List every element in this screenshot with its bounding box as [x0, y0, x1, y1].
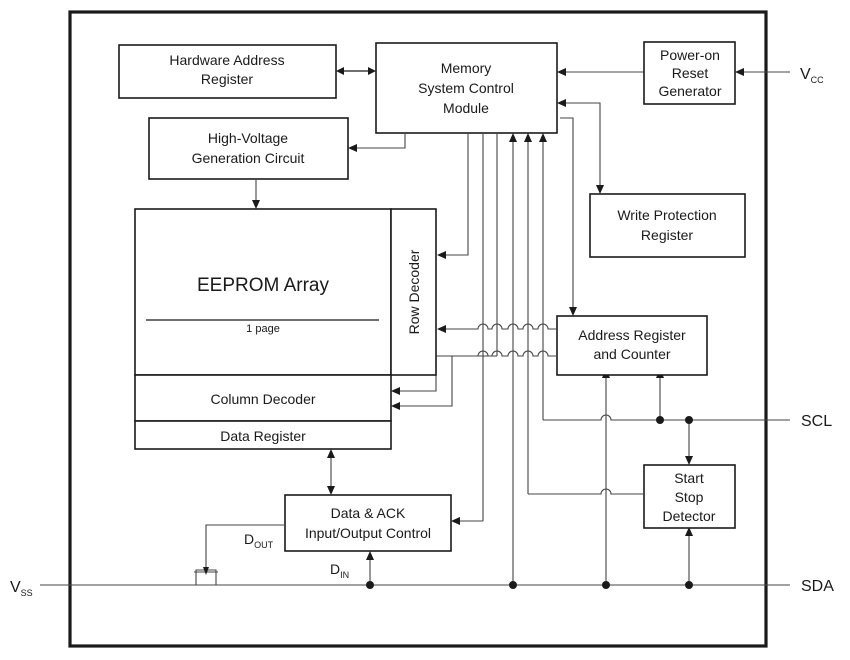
por-label-3: Generator	[658, 83, 721, 99]
eeprom-label: EEPROM Array	[197, 275, 329, 296]
hv-label-2: Generation Circuit	[192, 150, 305, 166]
pin-vss: VSS	[10, 579, 33, 598]
block-write-protection-register: Write Protection Register	[589, 193, 746, 258]
block-eeprom-array: EEPROM Array 1 page	[134, 208, 392, 376]
addr-label-1: Address Register	[578, 327, 686, 343]
block-data-register: Data Register	[134, 420, 392, 450]
block-data-ack-io-control: Data & ACK Input/Output Control	[284, 494, 452, 552]
page-label: 1 page	[246, 323, 280, 335]
ss-label-1: Start	[674, 470, 704, 486]
mem-label-1: Memory	[441, 60, 492, 76]
ss-label-2: Stop	[675, 489, 704, 505]
data-reg-label: Data Register	[220, 428, 306, 444]
io-label-2: Input/Output Control	[305, 525, 431, 541]
block-hardware-address-register: Hardware Address Register	[118, 44, 337, 99]
hw-addr-label-1: Hardware Address	[169, 52, 284, 68]
block-power-on-reset: Power-on Reset Generator	[643, 41, 736, 105]
pin-labels: VCC VSS SCL SDA DOUT DIN	[10, 66, 834, 598]
pin-sda: SDA	[801, 578, 834, 595]
block-address-register-counter: Address Register and Counter	[556, 315, 708, 376]
io-label-1: Data & ACK	[331, 505, 406, 521]
wp-label-2: Register	[641, 227, 693, 243]
row-decoder-label: Row Decoder	[406, 249, 422, 334]
pin-vcc: VCC	[800, 66, 824, 85]
signal-dout: DOUT	[244, 531, 274, 550]
ss-label-3: Detector	[663, 508, 716, 524]
wires	[40, 70, 790, 586]
por-label-2: Reset	[672, 65, 709, 81]
signal-din: DIN	[330, 561, 349, 580]
block-row-decoder: Row Decoder	[390, 208, 437, 376]
chip-boundary	[68, 10, 768, 648]
block-memory-system-control: Memory System Control Module	[375, 42, 558, 134]
block-column-decoder: Column Decoder	[134, 374, 392, 422]
junction-dots	[366, 416, 693, 589]
hw-addr-label-2: Register	[201, 71, 253, 87]
pin-scl: SCL	[801, 413, 832, 430]
wp-label-1: Write Protection	[617, 207, 716, 223]
block-start-stop-detector: Start Stop Detector	[643, 464, 736, 529]
mem-label-2: System Control	[418, 80, 514, 96]
addr-label-2: and Counter	[593, 346, 670, 362]
por-label-1: Power-on	[660, 47, 720, 63]
col-decoder-label: Column Decoder	[210, 391, 315, 407]
block-high-voltage-generation: High-Voltage Generation Circuit	[148, 117, 349, 180]
mem-label-3: Module	[443, 100, 489, 116]
hv-label-1: High-Voltage	[208, 130, 288, 146]
